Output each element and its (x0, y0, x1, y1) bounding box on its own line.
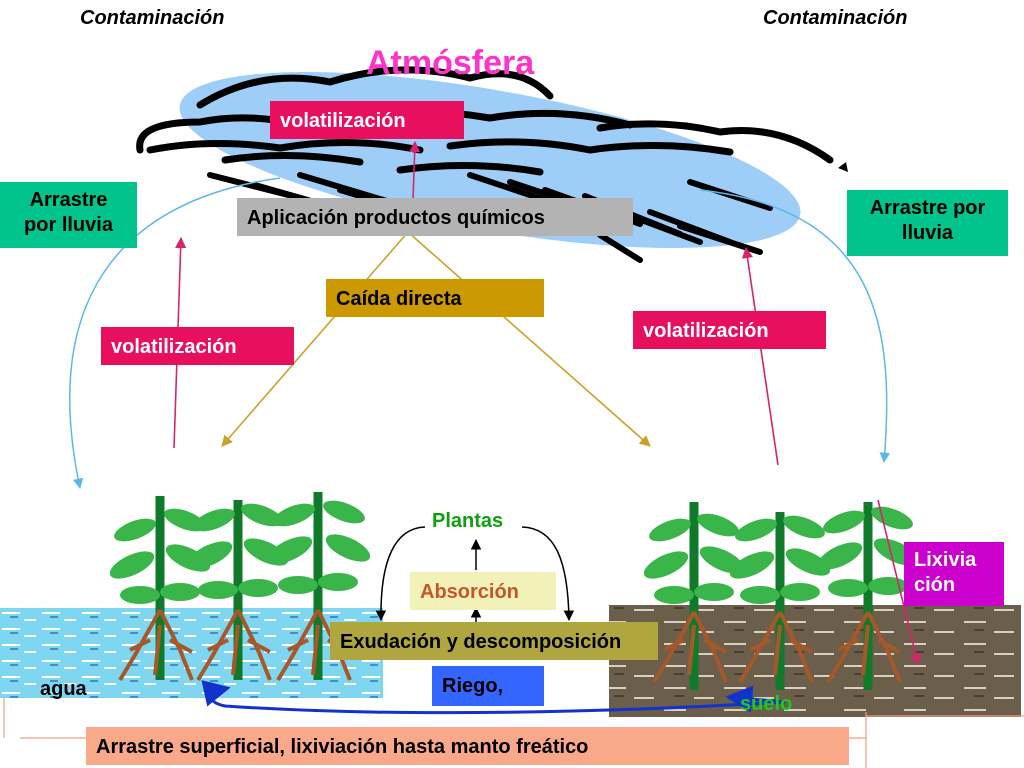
irrigation-label: Riego, (432, 666, 544, 706)
volatilization-left-label: volatilización (101, 327, 294, 365)
soil-area (609, 605, 1021, 717)
runoff-right-label: Arrastre por lluvia (847, 190, 1008, 256)
runoff-left-arrow (69, 177, 281, 490)
application-label: Aplicación productos químicos (237, 198, 633, 236)
direct-fall-left-arrow (221, 231, 409, 447)
irrigation-arrow (201, 680, 786, 715)
exudation-label: Exudación y descomposición (330, 622, 658, 660)
volatilization-right-arrow (741, 246, 779, 466)
contamination-title-right: Contaminación (763, 7, 908, 29)
runoff-left-label: Arrastre por lluvia (0, 182, 137, 248)
plants-left (109, 492, 371, 682)
bottom-banner: Arrastre superficial, lixiviación hasta … (86, 727, 849, 765)
contamination-title-left: Contaminación (80, 7, 225, 29)
atmosphere-title: Atmósfera (366, 44, 535, 82)
leaching-label: Lixivia ción (904, 542, 1004, 606)
leaching-arrow (877, 499, 922, 666)
runoff-right-arrow (699, 189, 891, 464)
volatilization-top-arrow (409, 140, 421, 201)
direct-fall-right-arrow (407, 231, 651, 447)
direct-fall-label: Caída directa (326, 279, 544, 317)
irrigation-arrow-head-right (725, 685, 786, 713)
volatilization-top-label: volatilización (270, 101, 464, 139)
water-label: agua (40, 678, 87, 700)
volatilization-right-label: volatilización (633, 311, 826, 349)
plants-label: Plantas (432, 510, 504, 532)
absorption-label: Absorción (410, 572, 556, 610)
soil-label: suelo (740, 693, 793, 715)
